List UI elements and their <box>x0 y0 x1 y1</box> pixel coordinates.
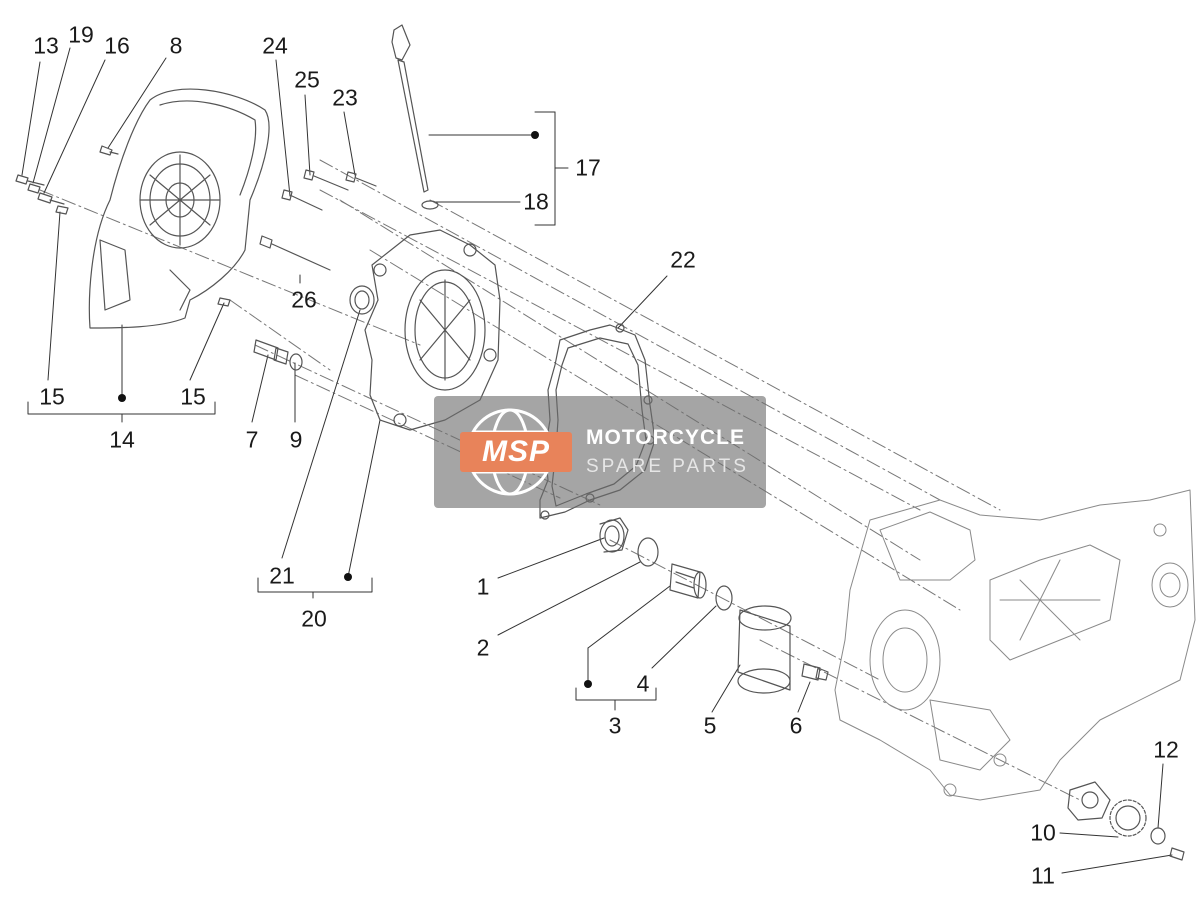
callout-19: 19 <box>68 21 94 48</box>
callout-10: 10 <box>1030 819 1056 846</box>
callout-16: 16 <box>104 32 130 59</box>
callout-25: 25 <box>294 66 320 93</box>
dipstick <box>391 24 439 210</box>
callout-1: 1 <box>476 573 490 600</box>
callout-21: 21 <box>269 562 295 589</box>
callout-9: 9 <box>289 426 303 453</box>
filter-nipple <box>801 663 829 681</box>
callout-7: 7 <box>245 426 259 453</box>
watermark: MSP MOTORCYCLE SPARE PARTS <box>434 396 766 508</box>
callout-12: 12 <box>1153 736 1179 763</box>
oil-pump-assembly <box>1067 781 1185 861</box>
callout-18: 18 <box>523 188 549 215</box>
watermark-title: MOTORCYCLE <box>586 426 745 449</box>
callout-20: 20 <box>301 605 327 632</box>
callout-11: 11 <box>1031 862 1055 889</box>
callout-13: 13 <box>33 32 59 59</box>
screws-cover <box>15 145 231 307</box>
oil-filter <box>737 605 792 694</box>
sensor-and-washer <box>253 339 303 371</box>
callout-15-right: 15 <box>180 383 206 410</box>
callout-23: 23 <box>332 84 358 111</box>
bolts <box>259 169 377 271</box>
leader-lines <box>21 47 1173 874</box>
callout-24: 24 <box>262 32 288 59</box>
watermark-logo: MSP <box>460 432 572 472</box>
filter-parts <box>599 517 733 611</box>
callout-22: 22 <box>670 246 696 273</box>
watermark-subtitle: SPARE PARTS <box>586 456 749 477</box>
callout-5: 5 <box>703 712 717 739</box>
flywheel-cover <box>88 88 270 329</box>
callout-15-left: 15 <box>39 383 65 410</box>
callout-4: 4 <box>636 670 650 697</box>
callout-26: 26 <box>291 286 317 313</box>
engine-crankcase <box>834 489 1196 801</box>
reference-dots <box>118 131 592 688</box>
callout-3: 3 <box>608 712 622 739</box>
group-brackets <box>27 401 657 711</box>
callout-17: 17 <box>575 154 601 181</box>
callout-2: 2 <box>476 634 490 661</box>
callout-6: 6 <box>789 712 803 739</box>
callout-8: 8 <box>169 32 183 59</box>
callout-14: 14 <box>109 426 135 453</box>
